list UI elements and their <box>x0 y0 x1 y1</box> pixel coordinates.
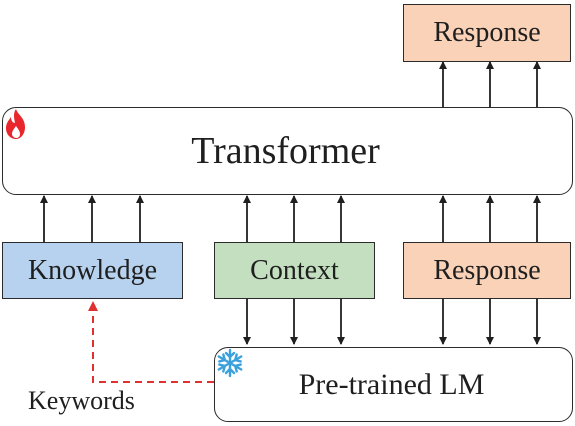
transformer-box: Transformer <box>2 107 573 195</box>
context-box: Context <box>214 242 375 299</box>
output-response-box: Response <box>403 4 571 62</box>
knowledge-label: Knowledge <box>27 254 158 286</box>
keywords-label: Keywords <box>28 386 135 415</box>
context-label: Context <box>250 254 339 286</box>
knowledge-box: Knowledge <box>2 242 183 299</box>
output-response-label: Response <box>433 17 541 48</box>
input-response-label: Response <box>433 254 541 286</box>
transformer-label: Transformer <box>191 130 380 172</box>
pretrained-lm-box: Pre-trained LM <box>214 347 573 422</box>
pretrained-lm-label: Pre-trained LM <box>298 367 485 401</box>
input-response-box: Response <box>403 242 571 299</box>
keywords-dashed-arrow <box>88 301 214 383</box>
